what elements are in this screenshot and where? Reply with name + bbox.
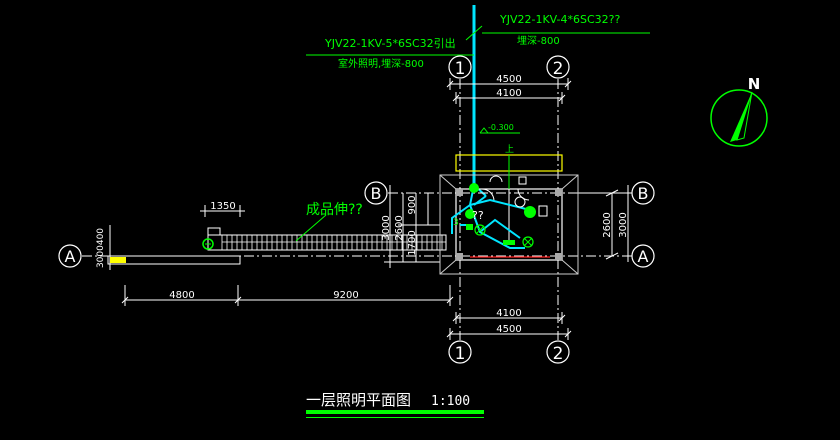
outdoor-lighting-note: 室外照明,埋深-800 (338, 57, 424, 70)
stair-up-label: 上 (505, 144, 514, 155)
axis-bubble-A-left: A (58, 244, 82, 268)
dim-lines-top (446, 78, 572, 104)
dim-top-overall: 4500 (496, 74, 521, 85)
svg-text:B: B (638, 184, 649, 203)
dim-bottom-inner: 4100 (496, 308, 521, 319)
axis-bubble-2-top: 2 (546, 55, 570, 79)
cable-leaders (306, 25, 650, 56)
svg-text:1: 1 (455, 344, 466, 364)
north-compass (710, 89, 768, 147)
level-marker (479, 127, 520, 134)
dim-walk-width: 1350 (210, 201, 235, 212)
axis-bubble-1-bottom: 1 (448, 340, 472, 364)
dim-walk-span: 9200 (333, 290, 358, 301)
circuit-number: 3 (453, 218, 459, 228)
product-note: 成品伸?? (306, 202, 363, 218)
light-fixtures (465, 175, 548, 248)
dim-right-3000: 3000 (618, 212, 629, 237)
main-feed-depth: 埋深-800 (517, 35, 560, 47)
svg-text:B: B (371, 184, 382, 203)
dim-v-3000: 3000 (381, 215, 392, 240)
dim-left-span: 4800 (169, 290, 194, 301)
level-value: -0.300 (488, 123, 514, 132)
north-label: N (748, 75, 761, 93)
outdoor-lighting-spec: YJV22-1KV-5*6SC32引出 (324, 36, 456, 50)
svg-text:A: A (638, 247, 649, 266)
dim-lines-bottom (446, 312, 572, 340)
dim-lines-walkway (121, 205, 454, 306)
product-note-leader (295, 214, 327, 242)
svg-text:A: A (65, 247, 76, 266)
title-name: 一层照明平面图 (306, 391, 411, 409)
axis-bubble-A-right: A (631, 244, 655, 268)
title-scale: 1:100 (431, 394, 470, 409)
svg-text:1: 1 (455, 59, 466, 79)
dim-v-1700: 1700 (407, 230, 418, 255)
walkway-ramp (107, 227, 447, 265)
dim-lines-right-vertical (570, 185, 632, 262)
dim-bottom-overall: 4500 (496, 324, 521, 335)
dim-v-2600: 2600 (394, 215, 405, 240)
axis-bubble-B-right: B (631, 181, 655, 205)
drawing-title: 一层照明平面图 1:100 (306, 391, 484, 418)
main-feed-spec: YJV22-1KV-4*6SC32?? (499, 13, 621, 26)
svg-text:2: 2 (553, 344, 564, 364)
title-underline (306, 410, 484, 414)
dim-right-2600: 2600 (602, 212, 613, 237)
main-cable-riser (472, 5, 487, 197)
dim-v-900: 900 (407, 195, 418, 214)
axis-bubble-B-left: B (364, 181, 388, 205)
axis-bubble-1-top: 1 (448, 55, 472, 79)
axis-bubble-2-bottom: 2 (546, 340, 570, 364)
fixture-note: ?? (472, 209, 484, 222)
dim-top-inner: 4100 (496, 88, 521, 99)
internal-wiring (451, 184, 531, 249)
svg-text:2: 2 (553, 59, 564, 79)
dim-left-small: 3000400 (96, 228, 106, 268)
